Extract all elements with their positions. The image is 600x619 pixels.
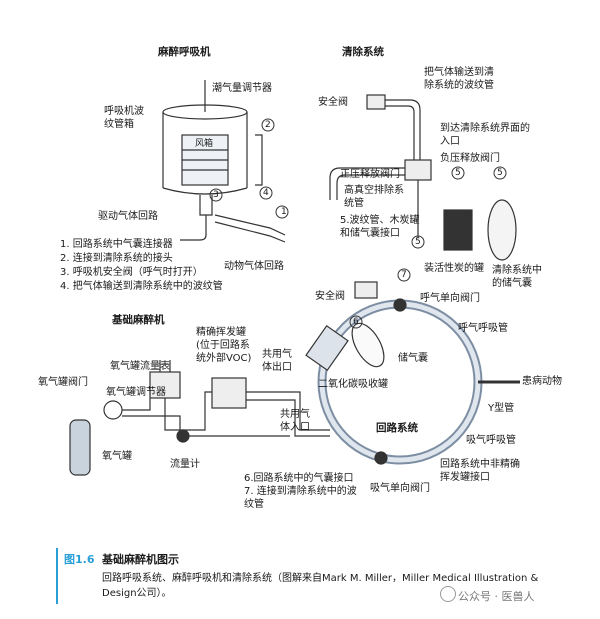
label-vaporizer: 精确挥发罐 (位于回路系 统外部VOC) [196,327,252,364]
label-animal-gas-circuit: 动物气体回路 [224,261,284,272]
caption-body: 回路呼吸系统、麻醉呼吸机和清除系统（图解来自Mark M. Miller，Mil… [102,573,539,599]
label-co2-absorber: 二氧化碳吸收罐 [318,379,388,390]
label-inspiratory-valve: 吸气单向阀门 [370,483,430,494]
label-inspiratory-limb: 吸气呼吸管 [466,435,516,446]
marker-5c: 5 [415,237,421,247]
diagram-drawing [69,80,520,476]
marker-5a: 5 [455,168,461,178]
label-charcoal-canister: 装活性炭的罐 [424,263,484,274]
expiratory-valve-marker [393,298,407,312]
label-common-gas-inlet: 共用气 体入口 [280,409,310,433]
label-positive-pressure-valve: 正压释放阀门 [340,169,400,180]
label-high-vacuum-hose: 高真空排除系 统管 [344,185,404,209]
ventilator-note-3: 3. 呼吸机安全阀（呼气时打开） [60,267,203,278]
label-circuit-safety-valve: 安全阀 [315,291,345,302]
ventilator-note-1: 1. 回路系统中气囊连接器 [60,239,173,250]
label-bellows-housing: 呼吸机波 纹管箱 [104,106,144,130]
label-tidal-volume-regulator: 潮气量调节器 [212,83,272,94]
marker-7: 7 [401,270,407,280]
label-non-precision-vaporizer-port: 回路系统中非精确 挥发罐接口 [440,459,520,483]
label-oxygen-tank-valve: 氧气罐阀门 [38,377,88,388]
machine-drawing [69,360,330,476]
heading-scavenging: 清除系统 [342,46,384,58]
scavenging-drawing [329,94,517,261]
label-negative-pressure-valve: 负压释放阀门 [440,153,500,164]
heading-ventilator: 麻醉呼吸机 [158,46,211,58]
label-delivery-hose: 把气体输送到清 除系统的波纹管 [424,67,494,91]
label-expiratory-valve: 呼气单向阀门 [420,293,480,304]
caption-bar [56,548,58,604]
wechat-icon [440,586,456,602]
label-bellows: 风箱 [195,139,214,149]
ventilator-note-2: 2. 连接到清除系统的接头 [60,253,173,264]
label-note-5: 5.波纹管、木炭罐 和储气囊接口 [340,215,420,239]
label-expiratory-limb: 呼气呼吸管 [458,323,508,334]
label-scav-reservoir-bag: 清除系统中 的储气囊 [492,265,542,289]
heading-circuit: 回路系统 [376,422,418,434]
caption-title: 基础麻醉机图示 [102,553,179,566]
inspiratory-valve-marker [374,451,388,465]
marker-5b: 5 [497,168,503,178]
ventilator-housing [162,80,286,243]
marker-1: 1 [281,207,287,217]
label-common-gas-outlet: 共用气 体出口 [262,349,292,373]
heading-basic-machine: 基础麻醉机 [112,314,165,326]
marker-3: 3 [213,190,219,200]
label-circuit-reservoir-bag: 储气囊 [398,353,428,364]
label-patient: 患病动物 [522,376,562,387]
label-scav-safety-valve: 安全阀 [318,97,348,108]
marker-6: 6 [353,317,359,327]
label-driving-gas-circuit: 驱动气体回路 [98,211,158,222]
caption-number: 图1.6 [64,553,95,566]
label-flowmeter: 流量计 [170,459,200,470]
marker-2: 2 [265,120,271,130]
watermark: 公众号 · 医兽人 [458,590,535,603]
label-interface-inlet: 到达清除系统界面的 入口 [440,123,530,147]
label-y-piece: Y型管 [488,403,515,414]
ventilator-note-4: 4. 把气体输送到清除系统中的波纹管 [60,281,223,292]
label-oxygen-regulator: 氧气罐调节器 [106,387,166,398]
label-oxygen-flowmeter: 氧气罐流量表 [110,361,170,372]
label-oxygen-tank: 氧气罐 [102,451,132,462]
label-note-6-7: 6.回路系统中的气囊接口 7. 连接到清除系统中的波 纹管 [244,473,357,510]
marker-4: 4 [263,188,269,198]
